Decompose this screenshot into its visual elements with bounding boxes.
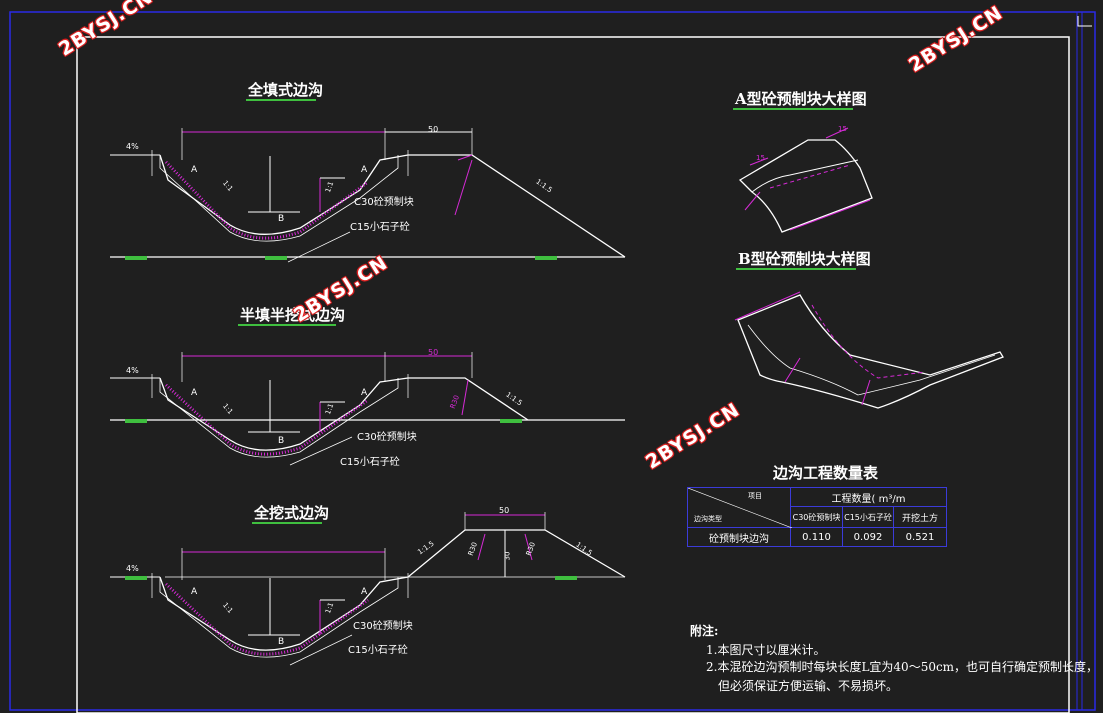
point-a-label: A [191, 587, 198, 597]
block-a-detail [738, 127, 873, 233]
title-underline [238, 324, 336, 326]
point-a-label: A [361, 587, 368, 597]
point-a-label: A [191, 165, 198, 175]
outer-frame [9, 11, 1096, 711]
dim-label: 50 [499, 506, 510, 515]
dim-label: 15 [756, 154, 765, 162]
dim-label: 50 [428, 348, 439, 357]
table-row: 项目 边沟类型 工程数量( m³/m [687, 487, 947, 528]
c30-label: C30砼预制块 [357, 432, 417, 443]
c30-label: C30砼预制块 [354, 197, 414, 208]
title-underline [736, 268, 856, 270]
c15-label: C15小石子砼 [350, 222, 410, 233]
note-line-2: 2.本混砼边沟预制时每块长度L宜为40～50cm，也可自行确定预制长度， [706, 660, 1099, 674]
section-full-fill [110, 128, 626, 263]
header-type: 边沟类型 [694, 515, 722, 523]
inner-frame [76, 36, 1070, 713]
value-c30: 0.110 [790, 527, 843, 547]
dim-label: 15 [838, 125, 847, 133]
point-a-label: A [191, 388, 198, 398]
point-b-label: B [278, 436, 285, 446]
point-a-label: A [361, 388, 368, 398]
dim-label: 50 [428, 125, 439, 134]
row-name: 砼预制块边沟 [687, 527, 791, 547]
title-half-fill: 半填半挖式边沟 [240, 306, 346, 324]
c15-label: C15小石子砼 [348, 645, 408, 656]
value-excavation: 0.521 [893, 527, 947, 547]
slope-label: 4% [126, 366, 139, 375]
block-b-detail [734, 291, 1004, 409]
section-full-cut [110, 512, 626, 666]
point-b-label: B [278, 214, 285, 224]
section-half-fill [110, 352, 625, 466]
quantity-table: 项目 边沟类型 工程数量( m³/m C30砼预制块 C15小石子砼 开挖土方 … [687, 487, 947, 547]
table-corner-cell: 项目 边沟类型 [687, 487, 792, 528]
col-excavation: 开挖土方 [893, 506, 947, 528]
header-quantity: 工程数量( m³/m [790, 487, 947, 507]
title-block-a: A型砼预制块大样图 [735, 90, 867, 108]
c30-label: C30砼预制块 [353, 621, 413, 632]
point-b-label: B [278, 637, 285, 647]
note-line-3: 但必须保证方便运输、不易损坏。 [718, 679, 899, 693]
title-quantity-table: 边沟工程数量表 [773, 464, 879, 482]
title-underline [246, 99, 316, 101]
note-line-1: 1.本图尺寸以厘米计。 [706, 643, 826, 657]
point-a-label: A [361, 165, 368, 175]
height-label: 30 [503, 551, 512, 561]
col-c30: C30砼预制块 [790, 506, 843, 528]
title-full-fill: 全填式边沟 [248, 81, 324, 99]
c15-label: C15小石子砼 [340, 457, 400, 468]
table-row: 砼预制块边沟 0.110 0.092 0.521 [687, 527, 947, 547]
title-block-b: B型砼预制块大样图 [738, 250, 871, 268]
notes-heading: 附注: [690, 624, 719, 638]
title-full-cut: 全挖式边沟 [254, 504, 330, 522]
slope-label: 4% [126, 142, 139, 151]
title-underline [252, 522, 322, 524]
header-item: 项目 [748, 492, 762, 500]
value-c15: 0.092 [842, 527, 894, 547]
title-underline [733, 108, 853, 110]
col-c15: C15小石子砼 [842, 506, 894, 528]
slope-label: 4% [126, 564, 139, 573]
